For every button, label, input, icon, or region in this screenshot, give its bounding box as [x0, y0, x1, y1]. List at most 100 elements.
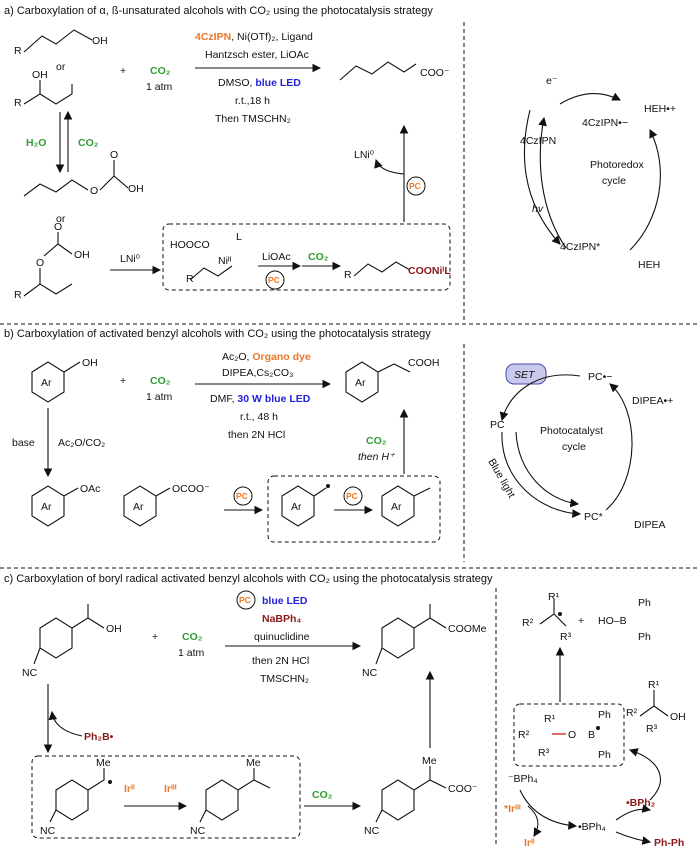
co2-reagent: CO₂: [150, 375, 171, 387]
oxygen-label: O: [110, 149, 118, 161]
cycle-label: cycle: [562, 441, 586, 453]
conditions-line-5: Then TMSCHN₂: [215, 113, 291, 125]
aryl-ring: [381, 779, 415, 821]
r-label: R: [344, 269, 352, 281]
ester-label: COOMe: [448, 623, 487, 635]
base-label: base: [12, 437, 35, 449]
dipea-label: DIPEA: [634, 519, 666, 531]
panel-c-header: c) Carboxylation of boryl radical activa…: [4, 573, 493, 585]
substituent-label: R³: [560, 631, 572, 643]
radical-capture-arrow: [628, 748, 661, 801]
plus-sign: +: [120, 65, 126, 77]
aryl-ring: [55, 779, 89, 821]
tetraphenylborate-radical: •BPh₄: [578, 821, 606, 833]
pc-ground-state: PC: [490, 419, 505, 431]
pc-circle: [265, 270, 285, 290]
substituent-label: R¹: [544, 713, 556, 725]
pc-label: PC: [409, 181, 421, 191]
nitrile-bond: [33, 647, 41, 665]
aryl-ring: [31, 361, 65, 403]
aryl-ring: [123, 485, 157, 527]
oxidation-arrow: [519, 789, 578, 830]
carboxylate-label: COO⁻: [448, 783, 478, 795]
conditions-line-5: then 2N HCl: [228, 429, 285, 441]
secondary-alcohol-chain: [71, 604, 105, 629]
set-badge: [505, 363, 547, 385]
allylic-alcohol-skeleton-1: [23, 29, 93, 53]
pc-label: PC: [268, 275, 280, 285]
panel-a-header: a) Carboxylation of α, ß-unsaturated alc…: [4, 5, 433, 17]
plus-sign: +: [578, 615, 584, 627]
pc-label: PC: [346, 491, 358, 501]
pc-radical-anion: PC•−: [588, 371, 612, 383]
czipn-radical-anion: 4CzIPN•−: [582, 117, 628, 129]
panel-c: OH NC + CO₂ 1 atm PC blue LED NaBPh₄ qui…: [22, 588, 686, 849]
phenyl-label: Ph: [598, 709, 611, 721]
lioac-label: LiOAc: [262, 251, 291, 263]
pc-excited: PC*: [584, 511, 603, 523]
benzylic-bond: [155, 487, 171, 497]
curved-release-arrow: [374, 158, 405, 175]
or-label: or: [56, 213, 66, 225]
plus-sign: +: [120, 375, 126, 387]
nickel-catalyst-label: LNi⁰: [354, 149, 375, 161]
workup-label: then 2N HCl: [252, 655, 309, 667]
co2-label: CO₂: [366, 435, 387, 447]
aryl-label: Ar: [391, 501, 402, 513]
oxygen-label: O: [568, 729, 576, 741]
nitrile-label: NC: [190, 825, 206, 837]
carboxylate-chain: [413, 766, 447, 791]
oac-label: OAc: [80, 483, 100, 495]
borinic-acid-label: HO–B: [598, 615, 627, 627]
conditions-line-4: r.t., 48 h: [240, 411, 278, 423]
czipn-excited: 4CzIPN*: [560, 241, 600, 253]
quinuclidine-label: quinuclidine: [254, 631, 310, 643]
oh-label: OH: [74, 249, 90, 261]
nickel-carboxylate: COONiᴵL: [408, 265, 451, 277]
plus-sign: +: [152, 631, 158, 643]
biphenyl-label: Ph-Ph: [654, 837, 684, 849]
substituent-label: R²: [518, 729, 530, 741]
conditions-line-3: DMF, 30 W blue LED: [210, 393, 311, 405]
nitrile-label: NC: [362, 667, 378, 679]
carbonate-bonds: [43, 232, 73, 257]
pc-circle: [233, 486, 253, 506]
r-label: R: [14, 45, 22, 57]
substituent-label: R¹: [648, 679, 660, 691]
co2-pressure: 1 atm: [178, 647, 205, 659]
substituent-label: R²: [626, 707, 638, 719]
radical-dot: [558, 612, 562, 616]
water-label: H₂O: [26, 137, 46, 149]
pc-label: PC: [236, 491, 248, 501]
cycle-arc-left-inner: [538, 116, 567, 249]
tmschn2-label: TMSCHN₂: [260, 673, 309, 685]
co2-label: CO₂: [312, 789, 333, 801]
pc-circle: [406, 176, 426, 196]
methyl-label: Me: [96, 757, 111, 769]
ligand-label: L: [236, 231, 242, 243]
curved-boryl-arrow: [48, 710, 83, 737]
boron-label: B: [588, 729, 595, 741]
allyl-ligand: [189, 265, 233, 281]
pc-circle: [236, 590, 256, 610]
r-label: R: [14, 97, 22, 109]
diphenylboryl-radical: Ph₂B•: [84, 731, 114, 743]
co2-label: CO₂: [78, 137, 99, 149]
co2-reagent: CO₂: [150, 65, 171, 77]
panel-b-header: b) Carboxylation of activated benzyl alc…: [4, 328, 431, 340]
substituent-label: R³: [538, 747, 550, 759]
acetic-acid-chain: [377, 363, 411, 373]
allylic-alcohol-skeleton-2: [23, 80, 73, 105]
aryl-ring: [281, 485, 315, 527]
cycle-arc-top: [559, 92, 621, 105]
aryl-ring: [381, 617, 415, 659]
phenyl-label: Ph: [638, 631, 651, 643]
co2-label: CO₂: [308, 251, 329, 263]
benzyl-anion-bond: [413, 487, 431, 497]
oxygen-label: O: [90, 185, 98, 197]
benzylic-bond: [63, 487, 79, 497]
co2-pressure: 1 atm: [146, 81, 173, 93]
iridium-iii-label: Irᴵᴵᴵ: [164, 783, 177, 795]
nabph4-label: NaBPh₄: [262, 613, 301, 625]
product-skeleton: [339, 61, 417, 81]
